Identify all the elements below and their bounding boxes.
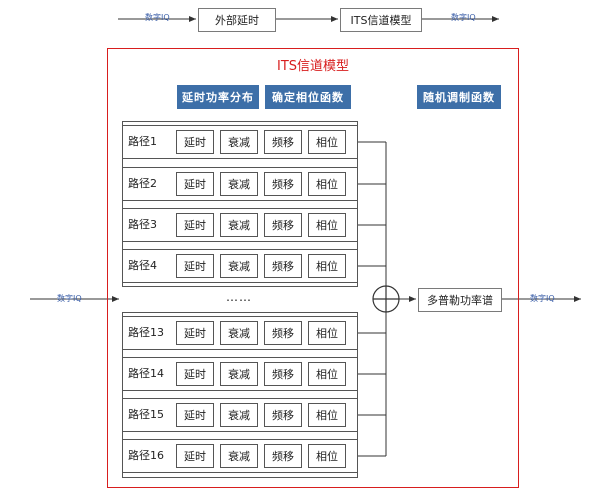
freq-shift-cell: 频移 (264, 403, 302, 427)
path-row: 路径13 延时衰减频移相位 (122, 316, 358, 350)
path-label: 路径3 (128, 218, 157, 231)
path-row: 路径1 延时衰减频移相位 (122, 125, 358, 159)
delay-cell: 延时 (176, 444, 214, 468)
delay-cell: 延时 (176, 172, 214, 196)
freq-shift-cell: 频移 (264, 362, 302, 386)
main-input-label: 数字IQ (57, 294, 82, 303)
phase-cell: 相位 (308, 172, 346, 196)
ellipsis: …… (226, 290, 252, 304)
path-row: 路径3 延时衰减频移相位 (122, 208, 358, 242)
random-modulation-band: 随机调制函数 (417, 85, 501, 109)
path-row: 路径2 延时衰减频移相位 (122, 167, 358, 201)
path-row: 路径15 延时衰减频移相位 (122, 398, 358, 432)
path-label: 路径13 (128, 326, 164, 339)
model-title: ITS信道模型 (276, 59, 350, 74)
delay-cell: 延时 (176, 362, 214, 386)
main-output-label: 数字IQ (530, 294, 555, 303)
attenuation-cell: 衰减 (220, 321, 258, 345)
freq-shift-cell: 频移 (264, 172, 302, 196)
freq-shift-cell: 频移 (264, 213, 302, 237)
attenuation-cell: 衰减 (220, 254, 258, 278)
attenuation-cell: 衰减 (220, 172, 258, 196)
path-label: 路径16 (128, 449, 164, 462)
its-channel-model-frame: ITS信道模型 (107, 48, 519, 488)
phase-cell: 相位 (308, 130, 346, 154)
path-label: 路径15 (128, 408, 164, 421)
phase-cell: 相位 (308, 254, 346, 278)
delay-cell: 延时 (176, 130, 214, 154)
freq-shift-cell: 频移 (264, 321, 302, 345)
delay-cell: 延时 (176, 213, 214, 237)
determine-phase-band: 确定相位函数 (265, 85, 351, 109)
external-delay-box: 外部延时 (198, 8, 276, 32)
phase-cell: 相位 (308, 321, 346, 345)
top-output-label: 数字IQ (451, 13, 476, 22)
freq-shift-cell: 频移 (264, 254, 302, 278)
attenuation-cell: 衰减 (220, 130, 258, 154)
top-input-label: 数字IQ (145, 13, 170, 22)
path-label: 路径1 (128, 135, 157, 148)
path-row: 路径4 延时衰减频移相位 (122, 249, 358, 283)
path-row: 路径14 延时衰减频移相位 (122, 357, 358, 391)
path-row: 路径16 延时衰减频移相位 (122, 439, 358, 473)
path-label: 路径4 (128, 259, 157, 272)
path-label: 路径2 (128, 177, 157, 190)
doppler-spectrum-box: 多普勒功率谱 (418, 288, 502, 312)
freq-shift-cell: 频移 (264, 444, 302, 468)
phase-cell: 相位 (308, 213, 346, 237)
attenuation-cell: 衰减 (220, 362, 258, 386)
delay-power-band: 延时功率分布 (177, 85, 259, 109)
its-model-box: ITS信道模型 (340, 8, 422, 32)
freq-shift-cell: 频移 (264, 130, 302, 154)
delay-cell: 延时 (176, 321, 214, 345)
phase-cell: 相位 (308, 403, 346, 427)
phase-cell: 相位 (308, 362, 346, 386)
path-label: 路径14 (128, 367, 164, 380)
attenuation-cell: 衰减 (220, 444, 258, 468)
attenuation-cell: 衰减 (220, 403, 258, 427)
delay-cell: 延时 (176, 254, 214, 278)
attenuation-cell: 衰减 (220, 213, 258, 237)
delay-cell: 延时 (176, 403, 214, 427)
phase-cell: 相位 (308, 444, 346, 468)
